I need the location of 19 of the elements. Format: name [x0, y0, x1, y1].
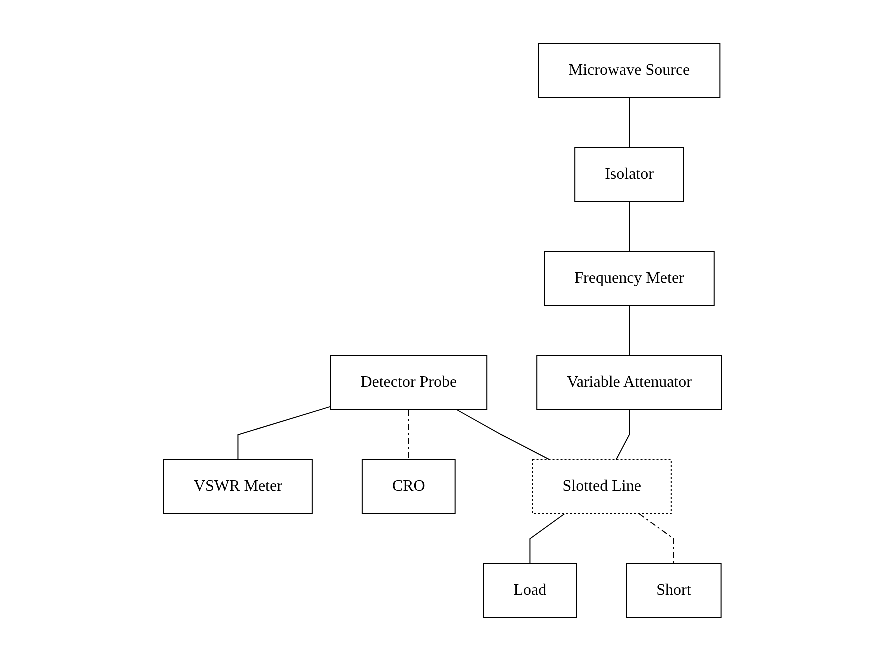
connector — [408, 409, 409, 460]
node-box: Short — [626, 563, 722, 618]
node-box: Isolator — [574, 147, 684, 202]
connector — [638, 513, 674, 564]
connector — [615, 409, 630, 460]
connector — [628, 305, 630, 356]
node-box: Slotted Line — [532, 459, 672, 514]
node-box: Detector Probe — [330, 355, 488, 410]
connector — [529, 513, 565, 564]
connector — [628, 97, 630, 148]
connector — [237, 406, 331, 460]
node-box: Microwave Source — [538, 43, 720, 98]
node-box: VSWR Meter — [163, 459, 312, 514]
node-box: Variable Attenuator — [536, 355, 722, 410]
node-box: CRO — [361, 459, 456, 514]
connector — [628, 201, 630, 252]
node-box: Load — [482, 563, 577, 618]
node-box: Frequency Meter — [544, 251, 714, 306]
connector — [456, 409, 550, 460]
